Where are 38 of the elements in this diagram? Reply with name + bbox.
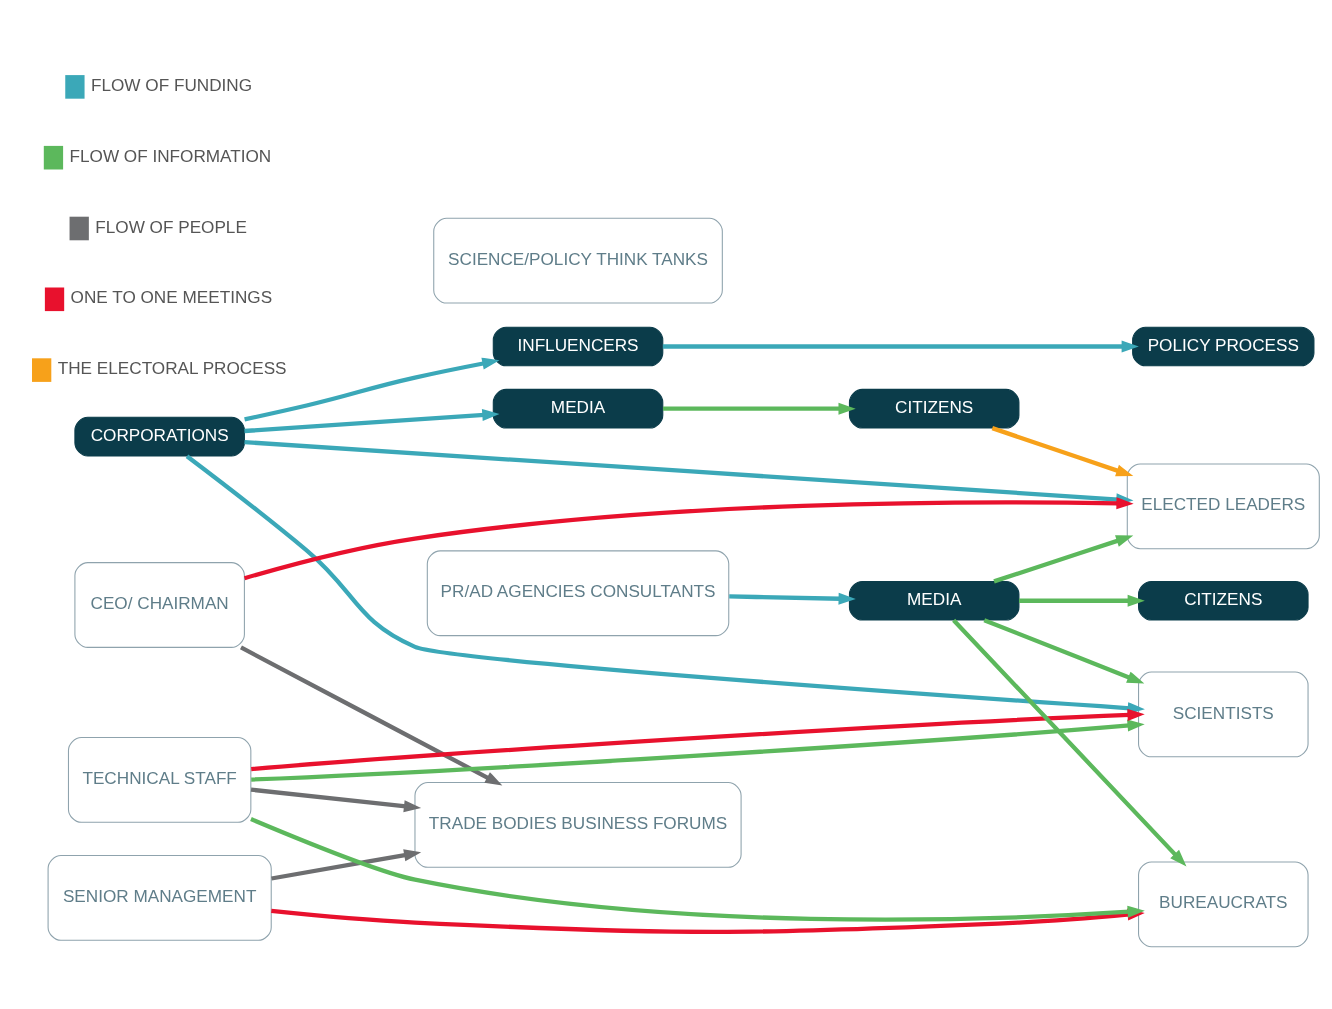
arrow bbox=[1019, 594, 1145, 607]
legend-label: FLOW OF INFORMATION bbox=[69, 145, 272, 166]
arrow bbox=[185, 454, 1145, 714]
legend-label: THE ELECTORAL PROCESS bbox=[57, 357, 287, 378]
node-box: CITIZENS bbox=[1138, 580, 1309, 621]
arrow bbox=[993, 534, 1134, 583]
arrow bbox=[729, 592, 856, 605]
arrow bbox=[983, 617, 1145, 684]
arrow bbox=[952, 618, 1187, 866]
arrow bbox=[240, 645, 503, 786]
arrow bbox=[251, 708, 1145, 771]
arrow bbox=[244, 408, 500, 433]
node-box: TECHNICAL STAFF bbox=[67, 736, 252, 823]
arrow bbox=[243, 496, 1134, 580]
node-box: CEO/ CHAIRMAN bbox=[74, 561, 245, 648]
legend-label: ONE TO ONE MEETINGS bbox=[70, 286, 273, 307]
arrow bbox=[271, 848, 422, 881]
arrow bbox=[250, 787, 422, 812]
node-box: PR/AD AGENCIES CONSULTANTS bbox=[426, 549, 730, 636]
node-box: MEDIA bbox=[848, 580, 1020, 621]
node-box: CORPORATIONS bbox=[74, 416, 245, 456]
legend-label: FLOW OF PEOPLE bbox=[95, 216, 247, 237]
arrow bbox=[991, 425, 1134, 476]
node-box: MEDIA bbox=[492, 388, 664, 429]
arrow bbox=[663, 402, 856, 415]
arrow bbox=[662, 339, 1139, 353]
arrow bbox=[244, 357, 500, 421]
arrow bbox=[251, 719, 1145, 782]
node-box: SCIENCE/POLICY THINK TANKS bbox=[433, 217, 723, 304]
legend-label: FLOW OF FUNDING bbox=[91, 74, 253, 95]
node-box: SCIENTISTS bbox=[1138, 671, 1309, 757]
node-box: INFLUENCERS bbox=[492, 326, 664, 366]
node-box: POLICY PROCESS bbox=[1132, 326, 1315, 366]
node-box: CITIZENS bbox=[848, 388, 1020, 429]
node-box: BUREAUCRATS bbox=[1138, 860, 1309, 947]
node-box: TRADE BODIES BUSINESS FORUMS bbox=[414, 781, 742, 868]
node-box: ELECTED LEADERS bbox=[1126, 462, 1320, 549]
node-box: SENIOR MANAGEMENT bbox=[47, 854, 272, 941]
